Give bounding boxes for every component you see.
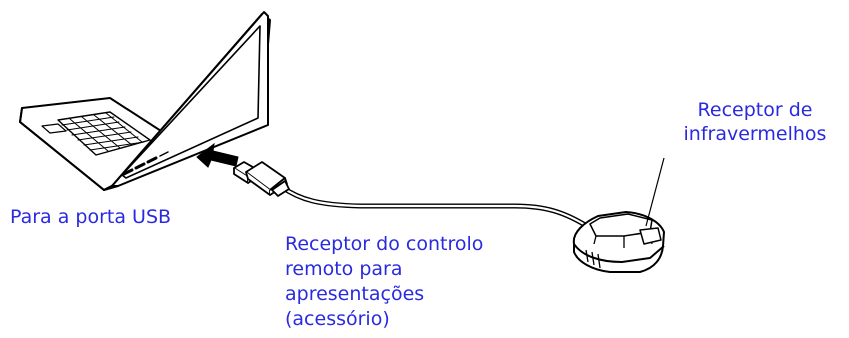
ir-receiver-label: Receptor de infravermelhos <box>667 98 843 146</box>
usb-port-label: Para a porta USB <box>10 206 172 228</box>
ir-leader-line <box>645 157 665 227</box>
usb-cable <box>279 184 593 231</box>
ir-receiver-label-line-2: infravermelhos <box>683 123 827 145</box>
remote-receiver-label-line-2: remoto para <box>285 258 403 280</box>
remote-receiver-label-line-4: (acessório) <box>285 308 390 330</box>
arrow-right-icon <box>196 142 239 168</box>
ir-receiver-label-line-1: Receptor de <box>697 99 813 121</box>
remote-receiver-label: Receptor do controlo remoto para apresen… <box>285 232 483 332</box>
usb-plug-icon <box>233 161 290 197</box>
remote-receiver-label-line-1: Receptor do controlo <box>285 233 484 255</box>
ir-receiver-icon <box>572 211 665 273</box>
laptop-icon <box>19 11 271 191</box>
remote-receiver-label-line-3: apresentações <box>285 283 425 305</box>
